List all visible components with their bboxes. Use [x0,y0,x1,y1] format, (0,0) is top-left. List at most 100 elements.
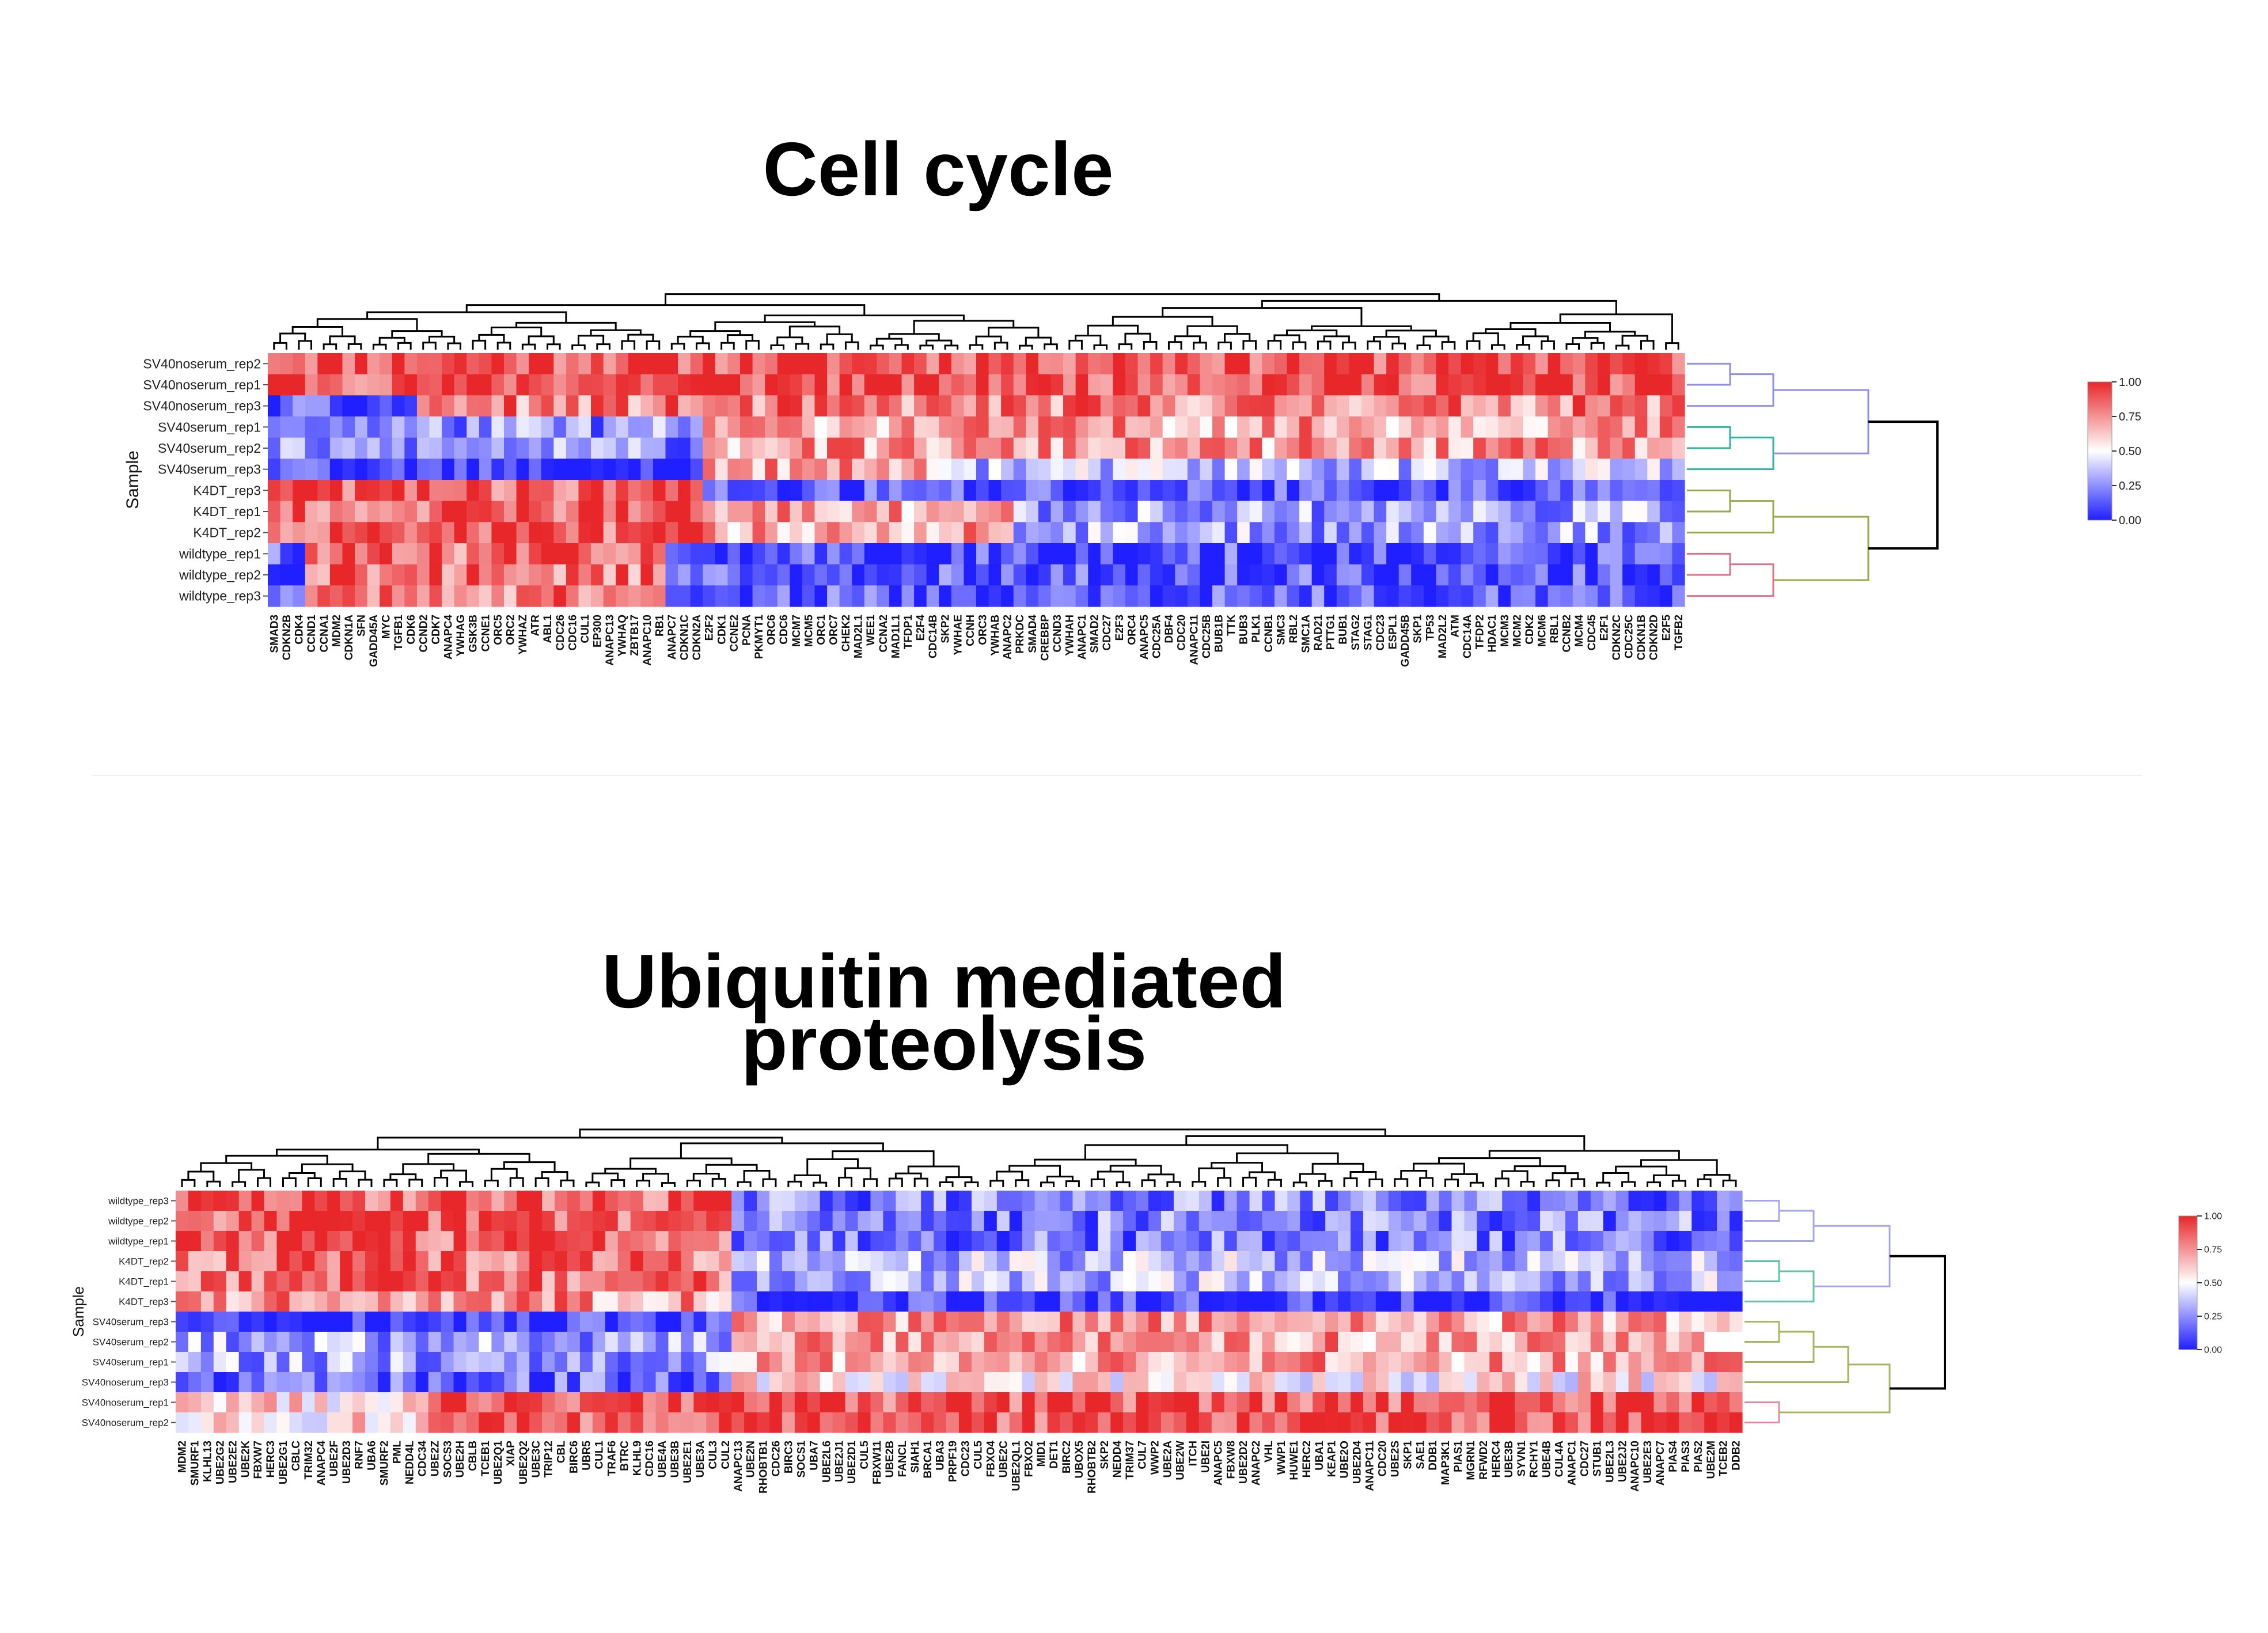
heatmap-cell [616,564,629,586]
heatmap-cell [416,480,430,502]
heatmap-cell [1187,564,1201,586]
heatmap-cell [1287,459,1300,480]
heatmap-cell [1300,1211,1313,1232]
heatmap-cell [1610,437,1623,459]
heatmap-cell [542,1231,555,1252]
heatmap-cell [1527,1251,1541,1272]
heatmap-cell [305,501,318,522]
column-label: RB1 [654,615,666,636]
heatmap-cell [1325,1332,1338,1352]
heatmap-cell [1136,1332,1149,1352]
heatmap-cell [727,585,741,607]
heatmap-cell [603,416,616,438]
heatmap-cell [352,1291,366,1312]
heatmap-cell [428,1291,442,1312]
dendrogram-branch [332,1177,347,1187]
heatmap-cell [1072,1251,1086,1272]
heatmap-cell [653,480,666,502]
heatmap-cell [1100,585,1113,607]
heatmap-cell [491,1231,505,1252]
heatmap-cell [1224,416,1238,438]
heatmap-cell [1510,585,1524,607]
heatmap-cell [340,1352,353,1373]
column-label: UBE2E1 [682,1441,694,1483]
heatmap-cell [605,1271,619,1292]
heatmap-cell [392,459,405,480]
heatmap-cell [305,543,318,565]
heatmap-cell [1098,1271,1111,1292]
heatmap-cell [896,1231,909,1252]
heatmap-cell [441,1271,454,1292]
heatmap-cell [832,1312,846,1332]
heatmap-cell [1060,1191,1074,1211]
heatmap-cell [964,459,977,480]
column-label: EP300 [591,615,604,647]
heatmap-cell [1275,1392,1288,1413]
heatmap-cell [1287,585,1300,607]
heatmap-cell [827,437,840,459]
heatmap-cell [802,437,816,459]
heatmap-cell [731,1412,745,1433]
heatmap-cell [757,1231,770,1252]
heatmap-cell [1448,459,1462,480]
heatmap-cell [1426,1291,1440,1312]
heatmap-cell [302,1352,315,1373]
column-label: HDAC1 [1486,615,1499,653]
heatmap-cell [1060,1352,1074,1373]
heatmap-cell [352,1271,366,1292]
heatmap-cell [1647,437,1660,459]
heatmap-cell [403,1352,416,1373]
heatmap-cell [706,1191,719,1211]
heatmap-cell [541,522,554,544]
heatmap-cell [1300,1352,1313,1373]
heatmap-cell [605,1211,619,1232]
heatmap-cell [327,1372,340,1393]
heatmap-cell [329,564,343,586]
heatmap-cell [442,501,455,522]
heatmap-cell [630,1412,644,1433]
heatmap-cell [1540,1312,1553,1332]
dendrogram-branch [1198,1167,1226,1182]
heatmap-cell [1275,1211,1288,1232]
heatmap-cell [289,1312,302,1332]
heatmap-cell [1262,522,1275,544]
heatmap-cell [814,395,828,417]
heatmap-cell [1262,395,1275,417]
heatmap-cell [1338,1231,1351,1252]
heatmap-cell [769,1291,783,1312]
heatmap-cell [1572,395,1586,417]
heatmap-cell [1123,1372,1136,1393]
heatmap-cell [1565,1231,1579,1252]
heatmap-cell [1123,1231,1136,1252]
heatmap-cell [984,1312,998,1332]
heatmap-cell [1262,480,1275,502]
heatmap-cell [251,1372,265,1393]
heatmap-cell [1336,564,1349,586]
heatmap-cell [794,1372,808,1393]
dendrogram-branch [621,340,636,350]
heatmap-cell [479,374,492,396]
heatmap-cell [1173,1251,1187,1272]
column-label: TRIM32 [303,1441,315,1480]
heatmap-cell [1173,1231,1187,1252]
heatmap-cell [578,585,591,607]
dendrogram-branch [762,1178,777,1187]
heatmap-cell [1540,1332,1553,1352]
heatmap-cell [441,1291,454,1312]
heatmap-cell [329,543,343,565]
heatmap-cell [740,501,753,522]
heatmap-cell [1249,585,1262,607]
heatmap-cell [1299,437,1313,459]
heatmap-cell [896,1312,909,1332]
heatmap-cell [1411,585,1424,607]
heatmap-cell [802,543,816,565]
heatmap-cell [1411,522,1424,544]
heatmap-cell [1436,543,1449,565]
heatmap-cell [1577,1412,1591,1433]
heatmap-cell [1013,543,1026,565]
column-label: CDKN2A [691,615,703,660]
heatmap-cell [1361,374,1375,396]
heatmap-cell [1565,1392,1579,1413]
heatmap-cell [1237,1231,1250,1252]
column-label: CUL5 [859,1441,871,1469]
